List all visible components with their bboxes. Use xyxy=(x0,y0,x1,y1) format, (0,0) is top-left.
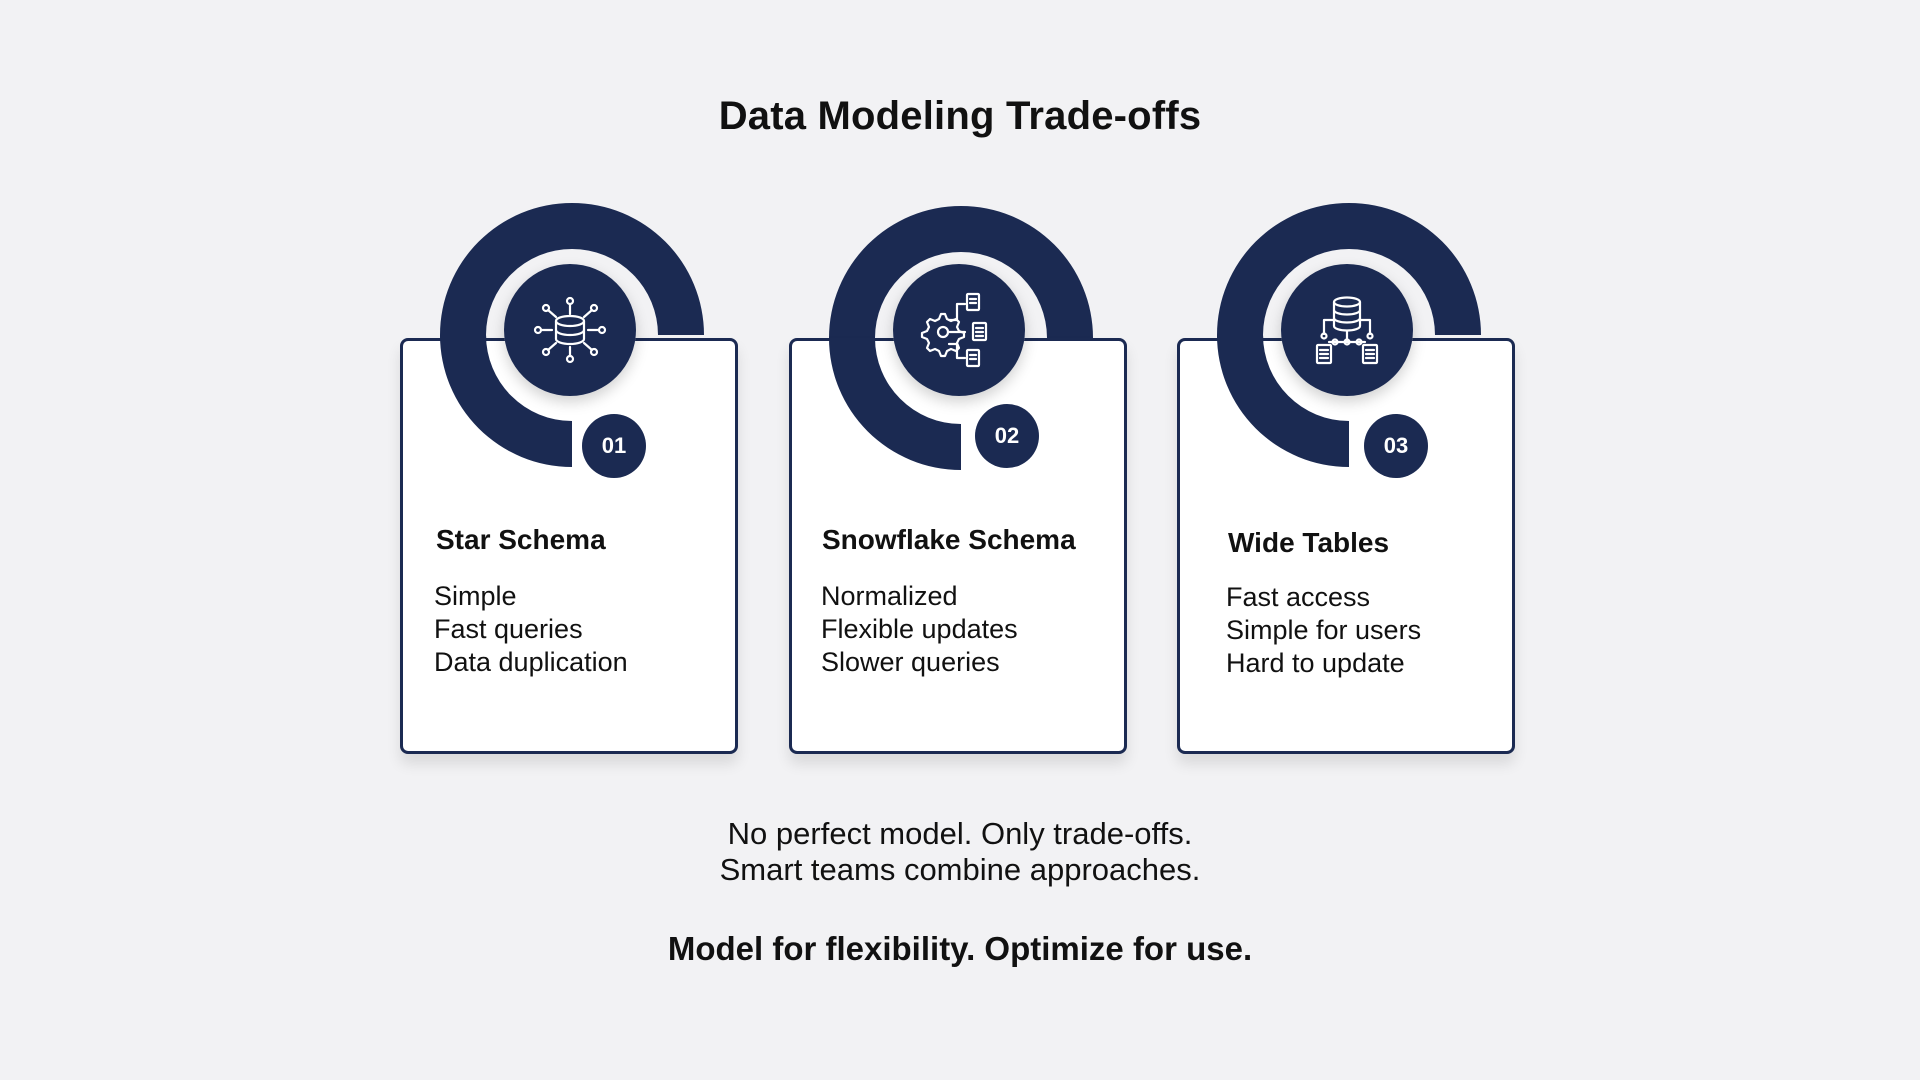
footer-line-1: No perfect model. Only trade-offs. xyxy=(727,816,1193,851)
page-title: Data Modeling Trade-offs xyxy=(718,94,1202,138)
list-item: Data duplication xyxy=(434,647,628,677)
footer-tagline: Model for flexibility. Optimize for use. xyxy=(667,930,1253,967)
icon-badge-1 xyxy=(504,264,636,396)
card-items-2: Normalized Flexible updates Slower queri… xyxy=(821,580,1018,679)
list-item: Hard to update xyxy=(1226,648,1405,678)
card-title-2: Snowflake Schema xyxy=(822,524,1076,555)
list-item: Fast queries xyxy=(434,614,583,644)
database-hierarchy-icon xyxy=(1281,264,1413,396)
list-item: Simple for users xyxy=(1226,615,1422,645)
card-title-3: Wide Tables xyxy=(1228,527,1390,558)
card-items-3: Fast access Simple for users Hard to upd… xyxy=(1226,581,1421,680)
list-item: Simple xyxy=(434,581,517,611)
footer-line-2: Smart teams combine approaches. xyxy=(719,852,1201,887)
card-items-1: Simple Fast queries Data duplication xyxy=(434,580,628,679)
list-item: Fast access xyxy=(1226,582,1371,612)
icon-badge-2 xyxy=(893,264,1025,396)
list-item: Flexible updates xyxy=(821,614,1018,644)
number-badge-2: 02 xyxy=(975,404,1039,468)
list-item: Slower queries xyxy=(821,647,1000,677)
database-network-icon xyxy=(504,264,636,396)
icon-badge-3 xyxy=(1281,264,1413,396)
list-item: Normalized xyxy=(821,581,958,611)
number-badge-1: 01 xyxy=(582,414,646,478)
number-badge-3: 03 xyxy=(1364,414,1428,478)
gear-documents-icon xyxy=(893,264,1025,396)
card-title-1: Star Schema xyxy=(436,524,606,555)
